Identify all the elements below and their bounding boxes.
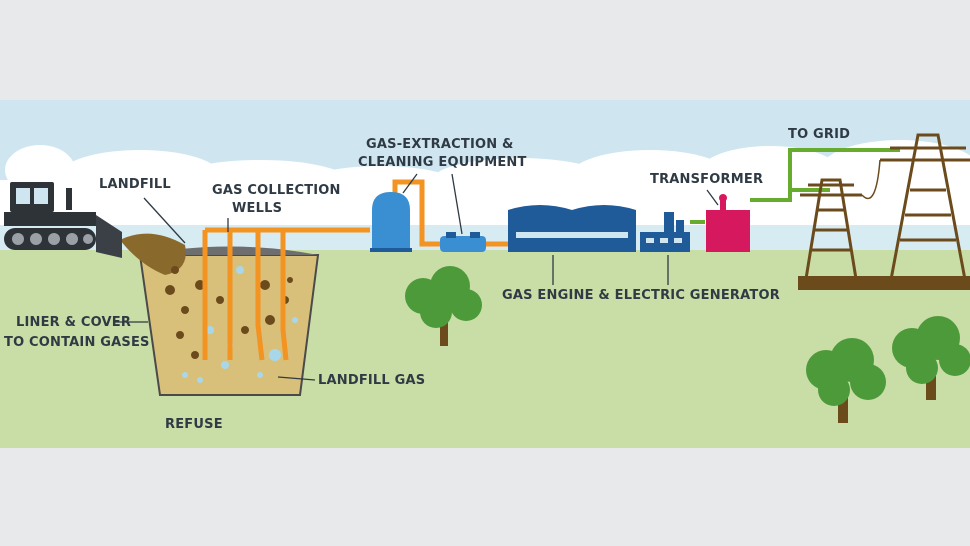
transformer-label: TRANSFORMER xyxy=(650,172,763,187)
gas-pipe xyxy=(392,179,508,247)
transmission-tower-icon xyxy=(800,133,970,286)
bulldozer-icon xyxy=(4,182,122,258)
gas-extraction-equipment-icon xyxy=(440,232,486,252)
gas-collection-wells xyxy=(202,227,370,361)
liner-label-line2: TO CONTAIN GASES xyxy=(4,335,150,350)
gas-collection-label-line2: WELLS xyxy=(232,201,282,216)
power-lines xyxy=(690,148,900,224)
landfill-gas-label: LANDFILL GAS xyxy=(318,373,425,388)
electric-generator-icon xyxy=(640,212,690,252)
to-grid-label: TO GRID xyxy=(788,127,850,142)
gas-collection-label-line1: GAS COLLECTION xyxy=(212,183,341,198)
landfill-gas-bubbles xyxy=(182,266,298,383)
landfill-label: LANDFILL xyxy=(99,177,171,192)
gas-storage-tank-icon xyxy=(370,192,412,252)
gas-engine-label: GAS ENGINE & ELECTRIC GENERATOR xyxy=(502,288,780,303)
transformer-icon xyxy=(706,194,750,252)
gas-extraction-label-line1: GAS-EXTRACTION & xyxy=(366,137,514,152)
tree-icon xyxy=(405,266,482,346)
refuse-particles xyxy=(165,266,293,359)
tree-icon xyxy=(892,316,970,400)
tower-base xyxy=(798,276,970,290)
gas-extraction-label-line2: CLEANING EQUIPMENT xyxy=(358,155,527,170)
refuse-pile xyxy=(120,233,186,275)
refuse-label: REFUSE xyxy=(165,417,223,432)
liner-label-line1: LINER & COVER xyxy=(16,315,131,330)
cloud-band xyxy=(0,140,970,225)
tree-icon xyxy=(806,338,886,423)
gas-engine-building-icon xyxy=(508,205,636,252)
leader-lines xyxy=(113,173,719,381)
